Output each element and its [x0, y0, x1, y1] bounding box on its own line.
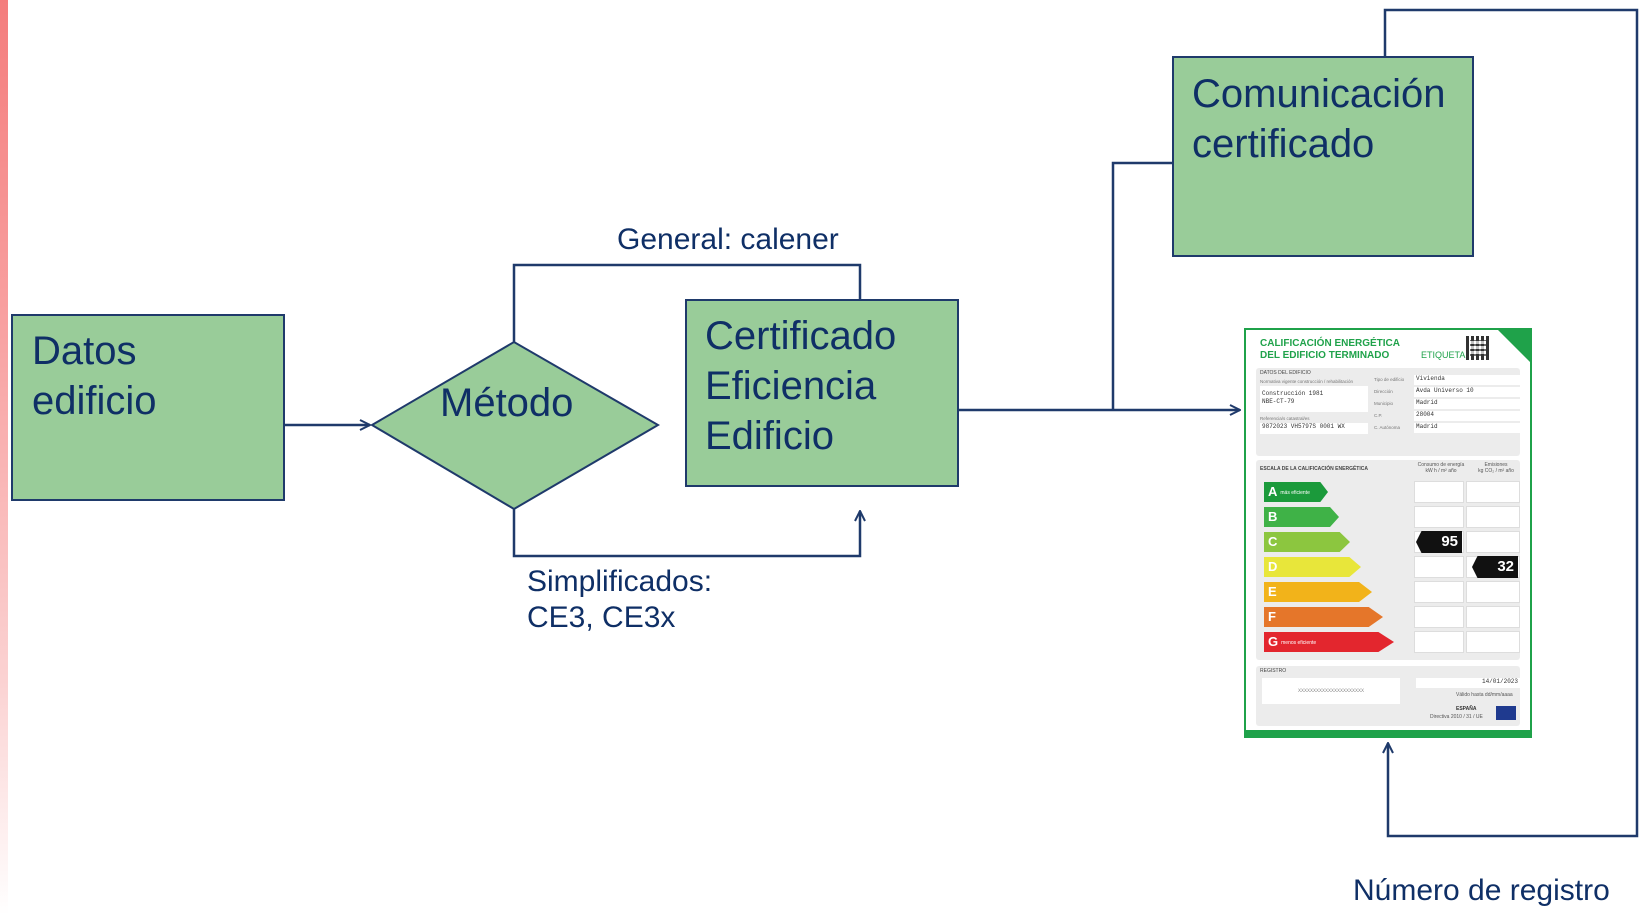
node-text: Edificio [705, 414, 834, 458]
emisiones-cell [1466, 506, 1520, 528]
arrow-simplificados [512, 509, 860, 558]
grade-letter: D [1268, 559, 1278, 574]
escala-title: ESCALA DE LA CALIFICACIÓN ENERGÉTICA [1260, 466, 1368, 472]
node-datos-edificio: Datos edificio [11, 314, 285, 501]
registro-number: XXXXXXXXXXXXXXXXXXXXXX [1262, 678, 1400, 704]
field-line: Construcción 1981 [1262, 390, 1324, 397]
col-header-line: Emisiones [1484, 462, 1508, 468]
node-text: edificio [32, 379, 157, 423]
arrow-registro-loop [1385, 8, 1639, 838]
field-key: C.P. [1374, 413, 1383, 418]
label-tag: ETIQUETA [1421, 350, 1466, 360]
grade-letter: A [1268, 484, 1278, 499]
emisiones-cell [1466, 481, 1520, 503]
field-value: 28004 [1414, 411, 1520, 421]
arrow-general [512, 263, 860, 342]
field-value: Vivienda [1414, 375, 1520, 385]
grade-letter: F [1268, 609, 1276, 624]
consumo-value-badge: 95 [1416, 531, 1462, 553]
datos-section: DATOS DEL EDIFICIO Normativa vigente con… [1256, 368, 1520, 456]
col-header-line: kW h / m² año [1425, 468, 1457, 474]
label-corner [1498, 330, 1530, 362]
grade-letter: G [1268, 634, 1279, 649]
field-value: Madrid [1414, 423, 1520, 433]
emisiones-cell [1466, 606, 1520, 628]
field-key: Dirección [1374, 389, 1393, 394]
directiva-text: Directiva 2010 / 31 / UE [1430, 714, 1483, 720]
field-value: Avda Universo 10 [1414, 387, 1520, 397]
datos-title: DATOS DEL EDIFICIO [1260, 370, 1311, 376]
node-text: Comunicación [1192, 72, 1446, 116]
node-metodo-label: Método [440, 381, 574, 425]
qr-code-icon [1466, 336, 1490, 360]
registro-title: REGISTRO [1260, 668, 1287, 674]
emisiones-cell [1466, 581, 1520, 603]
col-emisiones-header: Emisiones kg CO₂ / m² año [1470, 462, 1522, 474]
normativa-field: Construcción 1981 NBE-CT-79 [1260, 386, 1368, 412]
grade-arrow: B [1264, 507, 1339, 527]
emisiones-cell [1466, 531, 1520, 553]
registro-date: 14/01/2023 [1416, 678, 1520, 688]
edge-label-registro: Número de registro [1353, 874, 1610, 907]
grade-letter: C [1268, 534, 1278, 549]
label-bottom-bar [1246, 730, 1530, 736]
grade-arrow: D [1264, 557, 1361, 577]
pais-text: ESPAÑA [1456, 706, 1477, 712]
field-key: C. Autónoma [1374, 425, 1401, 430]
field-value: Madrid [1414, 399, 1520, 409]
field-line: NBE-CT-79 [1262, 398, 1295, 405]
normativa-key: Normativa vigente construcción / rehabil… [1260, 379, 1354, 384]
node-text: Datos [32, 329, 137, 373]
label-title-line: DEL EDIFICIO TERMINADO [1260, 350, 1390, 361]
col-header-line: kg CO₂ / m² año [1478, 468, 1514, 474]
col-consumo-header: Consumo de energía kW h / m² año [1416, 462, 1466, 474]
label-title-line: CALIFICACIÓN ENERGÉTICA [1260, 338, 1400, 349]
edge-text: Simplificados: [527, 565, 713, 598]
edge-label-simplificados: Simplificados: CE3, CE3x [527, 564, 712, 636]
consumo-cell [1414, 581, 1464, 603]
label-title: CALIFICACIÓN ENERGÉTICA DEL EDIFICIO TER… [1260, 338, 1400, 362]
grade-arrow: E [1264, 582, 1372, 602]
validez-text: Válido hasta dd/mm/aaaa [1456, 692, 1513, 698]
referencia-key: Referencia/s catastral/es [1260, 416, 1310, 421]
accent-bar [0, 0, 8, 915]
col-header-line: Consumo de energía [1417, 462, 1465, 468]
field-key: Municipio [1374, 401, 1394, 406]
edge-text: CE3, CE3x [527, 601, 676, 634]
field-key: Tipo de edificio [1374, 377, 1405, 382]
registro-section: REGISTRO XXXXXXXXXXXXXXXXXXXXXX 14/01/20… [1256, 666, 1520, 726]
grade-note: menos eficiente [1281, 639, 1317, 646]
grade-arrow: C [1264, 532, 1350, 552]
referencia-field: 9872023 VH5797S 0001 WX [1260, 423, 1368, 434]
grade-arrow: F [1264, 607, 1383, 627]
node-text: Certificado [705, 314, 897, 358]
emisiones-value-badge: 32 [1472, 556, 1518, 578]
consumo-cell [1414, 556, 1464, 578]
node-comunicacion: Comunicación certificado [1172, 56, 1474, 257]
consumo-cell [1414, 606, 1464, 628]
node-certificado: Certificado Eficiencia Edificio [685, 299, 959, 487]
emisiones-cell [1466, 631, 1520, 653]
node-text: certificado [1192, 122, 1375, 166]
metodo-diamond [370, 340, 660, 511]
escala-section: ESCALA DE LA CALIFICACIÓN ENERGÉTICA Con… [1256, 460, 1520, 660]
node-text: Eficiencia [705, 364, 877, 408]
grade-note: más eficiente [1280, 489, 1310, 496]
edge-label-general: General: calener [617, 223, 839, 256]
eu-flag-icon [1496, 706, 1516, 720]
consumo-cell [1414, 631, 1464, 653]
grade-letter: E [1268, 584, 1277, 599]
consumo-cell [1414, 506, 1464, 528]
grade-letter: B [1268, 509, 1278, 524]
consumo-cell [1414, 481, 1464, 503]
energy-label: CALIFICACIÓN ENERGÉTICA DEL EDIFICIO TER… [1244, 328, 1532, 738]
